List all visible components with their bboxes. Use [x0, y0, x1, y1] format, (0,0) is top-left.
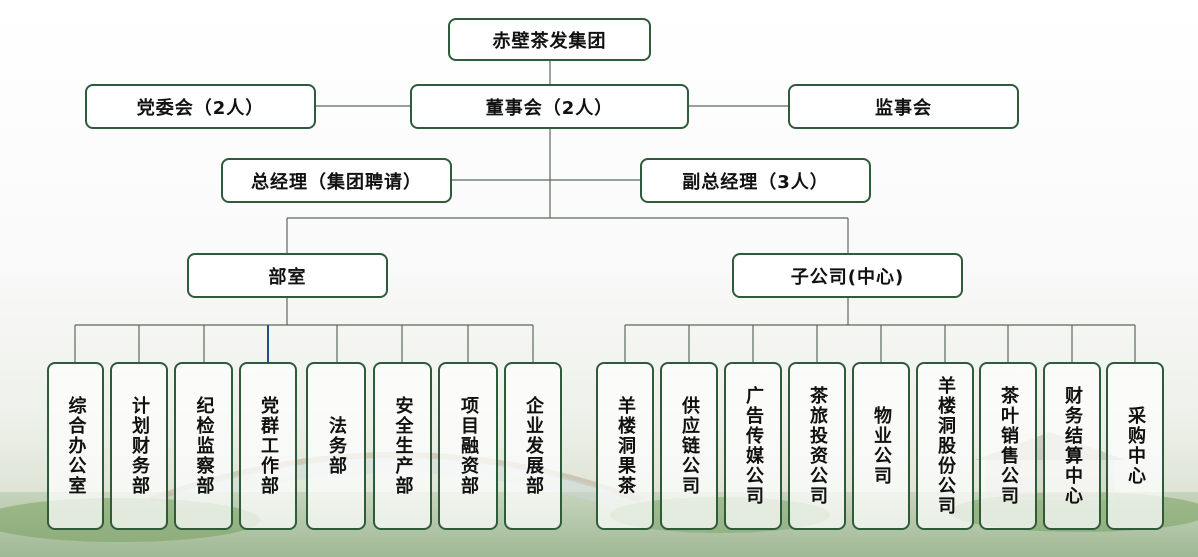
subsidiary-item-label: 供应链公司	[679, 396, 700, 496]
subsidiary-item: 羊楼洞果茶	[596, 362, 654, 530]
department-item: 纪检监察部	[174, 362, 233, 530]
subsidiary-item-label: 财务结算中心	[1062, 386, 1083, 506]
subsidiary-item: 羊楼洞股份公司	[916, 362, 974, 530]
node-board: 董事会（2人）	[410, 84, 689, 129]
node-deputy-general-manager-label: 副总经理（3人）	[682, 171, 829, 193]
node-general-manager: 总经理（集团聘请）	[221, 158, 452, 203]
department-item-label: 安全生产部	[392, 396, 414, 496]
subsidiary-item: 茶旅投资公司	[788, 362, 846, 530]
node-supervisory-board-label: 监事会	[875, 97, 932, 119]
subsidiary-item: 供应链公司	[660, 362, 718, 530]
subsidiary-item-label: 茶叶销售公司	[998, 386, 1019, 506]
department-item: 安全生产部	[373, 362, 432, 530]
department-item-label: 法务部	[326, 416, 347, 476]
subsidiary-item-label: 茶旅投资公司	[807, 386, 828, 506]
department-item-label: 党群工作部	[258, 396, 279, 496]
node-board-label: 董事会（2人）	[485, 97, 614, 119]
subsidiary-item: 茶叶销售公司	[979, 362, 1037, 530]
node-supervisory-board: 监事会	[788, 84, 1019, 129]
node-general-manager-label: 总经理（集团聘请）	[251, 171, 422, 193]
node-departments-label: 部室	[268, 266, 307, 288]
department-item: 项目融资部	[438, 362, 498, 530]
subsidiary-item-label: 广告传媒公司	[743, 386, 764, 506]
subsidiary-item-label: 羊楼洞股份公司	[935, 376, 956, 516]
department-item-label: 项目融资部	[458, 396, 479, 496]
department-item: 法务部	[306, 362, 366, 530]
subsidiary-item-label: 物业公司	[871, 406, 892, 486]
subsidiary-item: 采购中心	[1106, 362, 1164, 530]
subsidiary-item: 广告传媒公司	[724, 362, 782, 530]
department-item: 企业发展部	[504, 362, 562, 530]
subsidiary-item: 物业公司	[852, 362, 910, 530]
department-item-label: 纪检监察部	[193, 396, 215, 496]
subsidiary-item: 财务结算中心	[1043, 362, 1101, 530]
node-subsidiaries: 子公司(中心)	[732, 253, 963, 298]
department-item-label: 综合办公室	[65, 396, 87, 496]
node-party-committee: 党委会（2人）	[85, 84, 316, 129]
node-deputy-general-manager: 副总经理（3人）	[640, 158, 871, 203]
department-item-label: 计划财务部	[129, 396, 150, 496]
department-item: 党群工作部	[239, 362, 297, 530]
department-item: 综合办公室	[47, 362, 104, 530]
node-root-label: 赤壁茶发集团	[492, 30, 607, 52]
subsidiary-item-label: 羊楼洞果茶	[615, 396, 636, 496]
node-departments: 部室	[187, 253, 388, 298]
department-item: 计划财务部	[110, 362, 168, 530]
department-item-label: 企业发展部	[523, 396, 544, 496]
node-subsidiaries-label: 子公司(中心)	[790, 266, 905, 288]
subsidiary-item-label: 采购中心	[1125, 406, 1146, 486]
node-party-committee-label: 党委会（2人）	[136, 97, 265, 119]
node-root-group: 赤壁茶发集团	[448, 18, 651, 61]
